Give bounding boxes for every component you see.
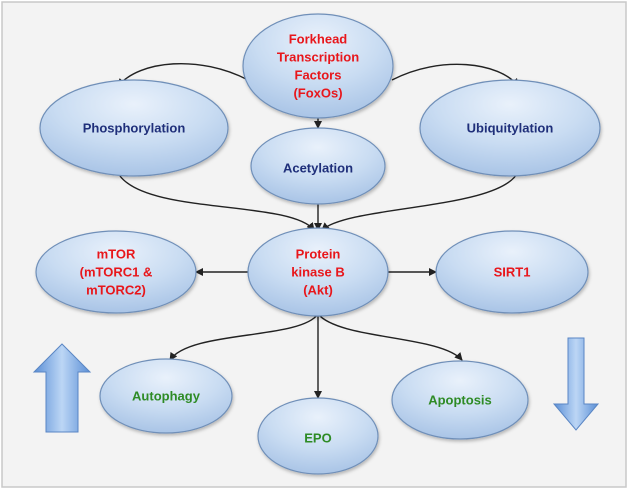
connector-akt-autophagy bbox=[169, 313, 319, 361]
sirt1-node bbox=[435, 230, 589, 314]
foxo-label-line: (FoxOs) bbox=[293, 86, 342, 101]
foxo-label-line: Transcription bbox=[277, 50, 359, 65]
akt-label-line: (Akt) bbox=[303, 283, 333, 298]
phosphorylation-node bbox=[39, 79, 229, 177]
ubiquitylation-label-line: Ubiquitylation bbox=[467, 121, 554, 136]
autophagy-label-line: Autophagy bbox=[132, 389, 201, 404]
epo-label-line: EPO bbox=[304, 431, 331, 446]
phosphorylation-label-line: Phosphorylation bbox=[83, 121, 186, 136]
apoptosis-label-line: Apoptosis bbox=[428, 393, 492, 408]
mtor-label: mTOR (mTORC1 & mTORC2) bbox=[80, 247, 153, 298]
connector-ubiquitylation-akt bbox=[321, 171, 519, 231]
up-arrow-icon bbox=[32, 343, 92, 433]
connector-foxo-phosphorylation bbox=[117, 62, 249, 87]
epo-label: EPO bbox=[304, 431, 331, 446]
mtor-label-line: mTORC2) bbox=[86, 283, 146, 298]
ubiquitylation-node bbox=[419, 79, 601, 177]
akt-label: Protein kinase B (Akt) bbox=[291, 247, 344, 298]
foxo-label-line: Forkhead bbox=[289, 32, 348, 47]
sirt1-label: SIRT1 bbox=[494, 265, 531, 280]
mtor-node bbox=[35, 230, 197, 314]
down-arrow-icon bbox=[552, 337, 600, 431]
connectors bbox=[117, 62, 519, 399]
foxo-label-line: Factors bbox=[295, 68, 342, 83]
foxo-node bbox=[242, 13, 394, 119]
mtor-label-line: mTOR bbox=[97, 247, 136, 262]
autophagy-label: Autophagy bbox=[132, 389, 201, 404]
ubiquitylation-label: Ubiquitylation bbox=[467, 121, 554, 136]
akt-label-line: Protein bbox=[296, 247, 341, 262]
connector-phosphorylation-akt bbox=[119, 175, 315, 231]
acetylation-node bbox=[250, 127, 386, 205]
mtor-label-line: (mTORC1 & bbox=[80, 265, 153, 280]
phosphorylation-label: Phosphorylation bbox=[83, 121, 186, 136]
epo-node bbox=[257, 397, 379, 475]
connector-akt-apoptosis bbox=[317, 313, 463, 361]
apoptosis-node bbox=[391, 360, 529, 440]
autophagy-node bbox=[99, 358, 233, 434]
apoptosis-label: Apoptosis bbox=[428, 393, 492, 408]
akt-label-line: kinase B bbox=[291, 265, 344, 280]
akt-node bbox=[247, 227, 389, 317]
sirt1-label-line: SIRT1 bbox=[494, 265, 531, 280]
acetylation-label-line: Acetylation bbox=[283, 161, 353, 176]
connector-foxo-ubiquitylation bbox=[391, 63, 519, 87]
acetylation-label: Acetylation bbox=[283, 161, 353, 176]
